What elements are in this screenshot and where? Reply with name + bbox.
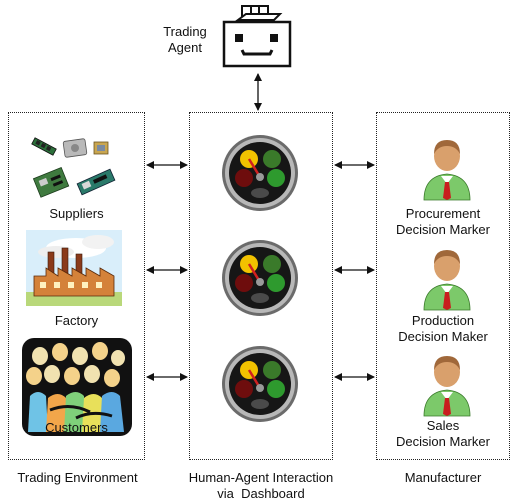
dashboard-gauge-icon xyxy=(222,240,298,316)
dashboard-gauge-icon xyxy=(222,346,298,422)
dashboard-title-line2: via Dashboard xyxy=(217,486,305,501)
procurement-label-line1: Procurement xyxy=(405,206,481,221)
robot-icon xyxy=(222,5,292,68)
dashboard-gauge-icon xyxy=(222,135,298,211)
crowd-icon xyxy=(22,338,132,436)
suppliers-label: Suppliers xyxy=(49,206,104,221)
dashboard-title: Human-Agent Interaction via Dashboard xyxy=(172,470,350,502)
person-icon xyxy=(423,140,471,201)
production-role-label: Production Decision Maker xyxy=(376,313,510,345)
agent-label-line1: Trading xyxy=(163,24,207,39)
person-icon xyxy=(423,356,471,417)
production-label-line1: Production xyxy=(411,313,475,328)
production-label-line2: Decision Maker xyxy=(398,329,488,344)
dashboard-title-line1: Human-Agent Interaction xyxy=(188,470,334,485)
agent-label-line2: Agent xyxy=(168,40,202,55)
dashboard-box xyxy=(189,112,333,460)
manufacturer-title: Manufacturer xyxy=(404,470,482,485)
hardware-components-icon xyxy=(31,137,116,198)
person-icon xyxy=(423,250,471,311)
factory-icon xyxy=(26,230,122,306)
procurement-role-label: Procurement Decision Marker xyxy=(376,206,510,238)
trading-environment-title: Trading Environment xyxy=(17,470,138,485)
trading-environment-box xyxy=(8,112,145,460)
sales-label-line1: Sales xyxy=(426,418,460,433)
agent-label: Trading Agent xyxy=(150,24,220,56)
procurement-label-line2: Decision Marker xyxy=(396,222,490,237)
manufacturer-box xyxy=(376,112,510,460)
customers-label: Customers xyxy=(45,420,108,435)
sales-role-label: Sales Decision Marker xyxy=(376,418,510,450)
factory-label: Factory xyxy=(54,313,99,328)
sales-label-line2: Decision Marker xyxy=(396,434,490,449)
